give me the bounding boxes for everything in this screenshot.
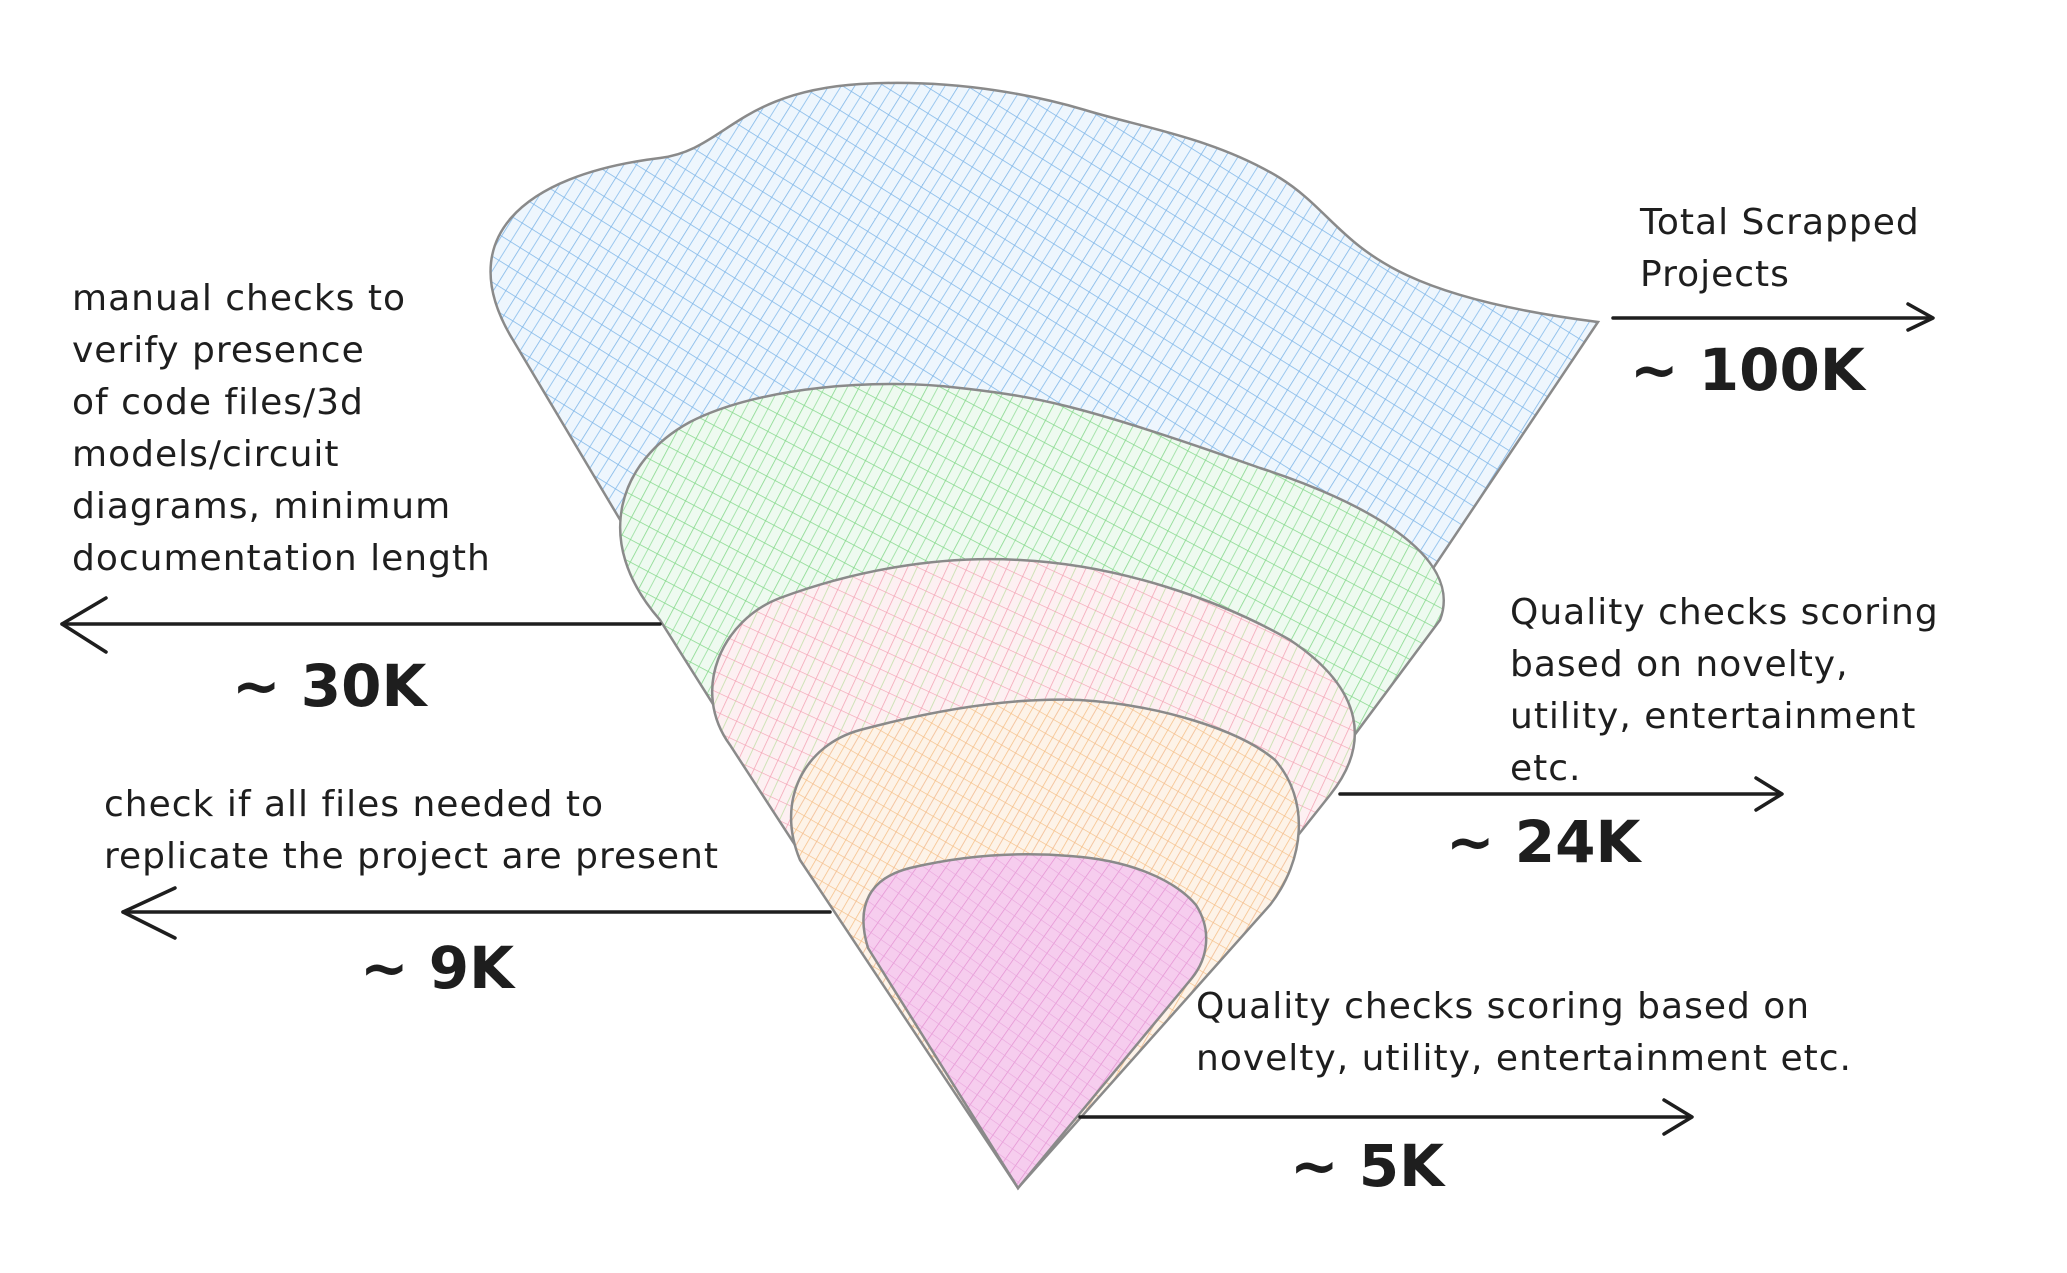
arrow-total [1611,302,1935,332]
layer-quality2 [862,853,1208,1191]
count-quality2: ~ 5K [1290,1132,1446,1200]
label-quality2: Quality checks scoring based on novelty,… [1196,986,1852,1079]
label-total: Total Scrapped Projects [1639,202,1932,295]
count-quality1: ~ 24K [1446,808,1643,876]
count-total: ~ 100K [1630,336,1867,404]
label-quality1: Quality checks scoring based on novelty,… [1510,592,1951,789]
label-manual: manual checks to verify presence of code… [72,278,491,579]
arrow-manual [60,596,662,654]
label-files: check if all files needed to replicate t… [104,784,719,877]
count-manual: ~ 30K [232,652,429,720]
count-files: ~ 9K [360,934,516,1002]
arrow-files [121,886,832,940]
arrow-quality2 [1078,1098,1694,1136]
arrow-quality1 [1338,776,1784,812]
